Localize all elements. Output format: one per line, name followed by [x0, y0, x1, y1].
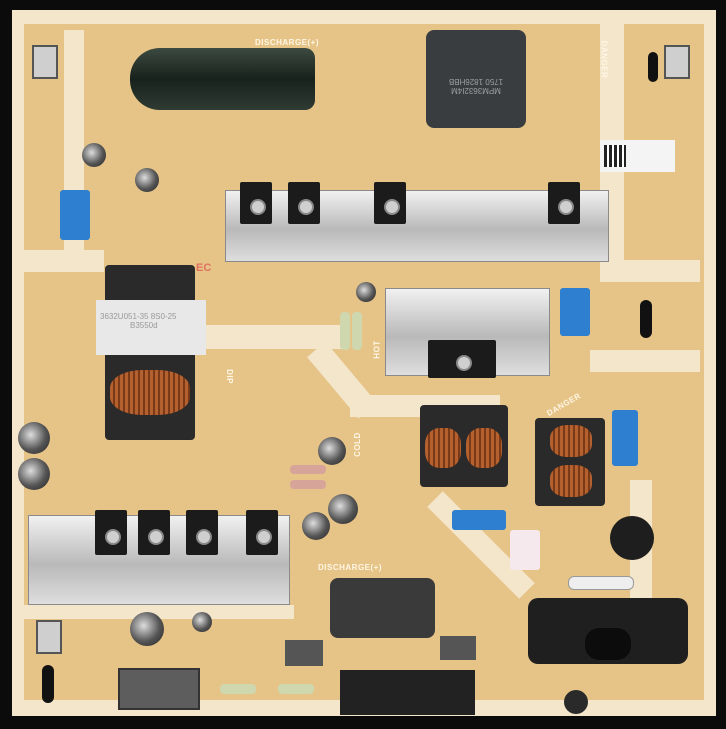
resistor	[352, 312, 362, 350]
film-capacitor-blue	[560, 288, 590, 336]
mosfet	[548, 182, 580, 224]
mosfet	[186, 510, 218, 555]
electrolytic-capacitor	[356, 282, 376, 302]
heatsink-middle	[385, 288, 550, 376]
qr-code-icon	[604, 145, 626, 167]
trace	[24, 250, 104, 272]
film-capacitor-blue	[452, 510, 506, 530]
electrolytic-capacitor	[18, 422, 50, 454]
electrolytic-capacitor	[328, 494, 358, 524]
discharge-label-top: DISCHARGE(+)	[255, 38, 320, 47]
mounting-clip	[664, 45, 690, 79]
electrolytic-capacitor	[302, 512, 330, 540]
ic-chip	[285, 640, 323, 666]
discharge-label-bottom: DISCHARGE(+)	[318, 563, 383, 572]
ic-chip	[440, 636, 476, 660]
inlet-screw	[564, 690, 588, 714]
electrolytic-capacitor	[192, 612, 212, 632]
board-slot	[648, 52, 658, 82]
danger-label-top: DANGER	[599, 40, 609, 79]
thermistor	[510, 530, 540, 570]
electrolytic-capacitor	[130, 612, 164, 646]
trace	[24, 605, 294, 619]
mosfet	[138, 510, 170, 555]
bridge-rectifier	[428, 340, 496, 378]
ac-socket-icon	[585, 628, 631, 660]
film-capacitor-blue	[612, 410, 638, 466]
hot-label: HOT	[372, 340, 382, 359]
electrolytic-capacitor-large	[130, 48, 315, 110]
electrolytic-capacitor	[82, 143, 106, 167]
trace-right	[704, 10, 716, 716]
transformer-label-line1: 3632U051-35 8S0-25	[100, 312, 177, 321]
ec-mark: EC	[196, 262, 212, 274]
choke-winding	[550, 425, 592, 457]
transformer-label: 3632U051-35 8S0-25 B3550d	[96, 300, 206, 355]
electrolytic-capacitor	[135, 168, 159, 192]
choke-winding	[550, 465, 592, 497]
mosfet	[288, 182, 320, 224]
board-slot	[640, 300, 652, 338]
mounting-clip	[32, 45, 58, 79]
trace-top	[12, 10, 716, 24]
film-capacitor-blue	[60, 190, 90, 240]
output-connector	[118, 668, 200, 710]
mosfet	[246, 510, 278, 555]
cold-label: COLD	[352, 432, 362, 457]
electrolytic-capacitor	[318, 437, 346, 465]
varistor	[610, 516, 654, 560]
resistor	[220, 684, 256, 694]
transformer-label-line2: B3550d	[130, 321, 158, 330]
electrolytic-capacitor	[18, 458, 50, 490]
output-inductor	[330, 578, 435, 638]
fuse	[568, 576, 634, 590]
dip-label: DIP	[224, 369, 234, 384]
inductor-label-line1: MPM3632I4M	[451, 86, 501, 95]
resistor	[278, 684, 314, 694]
board-slot	[42, 665, 54, 703]
transformer-winding	[110, 370, 190, 415]
mosfet	[95, 510, 127, 555]
mosfet	[374, 182, 406, 224]
choke-winding	[466, 428, 502, 468]
trace-left	[12, 10, 24, 716]
resistor	[340, 312, 350, 350]
mosfet	[240, 182, 272, 224]
trace	[590, 350, 700, 372]
resistor	[290, 465, 326, 474]
output-connector-main	[340, 670, 475, 715]
inductor	[426, 30, 526, 128]
choke-winding	[425, 428, 461, 468]
mounting-clip	[36, 620, 62, 654]
resistor	[290, 480, 326, 489]
inductor-label: MPM3632I4M 1750 1826HBB	[434, 55, 518, 95]
trace	[600, 260, 700, 282]
inductor-label-line2: 1750 1826HBB	[448, 77, 504, 86]
